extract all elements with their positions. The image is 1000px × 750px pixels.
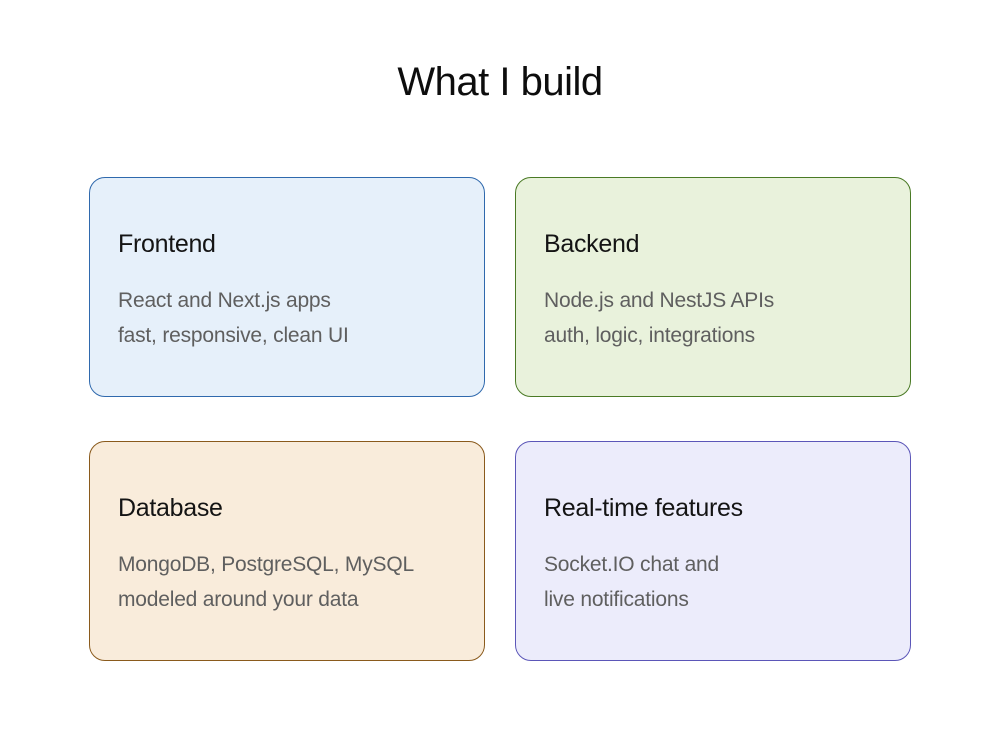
- card-database: Database MongoDB, PostgreSQL, MySQL mode…: [89, 441, 485, 661]
- card-title: Real-time features: [544, 494, 743, 522]
- card-description-line: modeled around your data: [118, 588, 359, 611]
- card-description-line: fast, responsive, clean UI: [118, 324, 349, 347]
- card-backend: Backend Node.js and NestJS APIs auth, lo…: [515, 177, 911, 397]
- card-frontend: Frontend React and Next.js apps fast, re…: [89, 177, 485, 397]
- card-description-line: Socket.IO chat and: [544, 553, 720, 576]
- page-title: What I build: [397, 60, 603, 104]
- card-description-line: live notifications: [544, 588, 689, 611]
- card-description-line: React and Next.js apps: [118, 289, 331, 312]
- card-title: Backend: [544, 230, 640, 258]
- card-description-line: auth, logic, integrations: [544, 324, 755, 347]
- card-description-line: Node.js and NestJS APIs: [544, 289, 775, 312]
- card-real-time-features: Real-time features Socket.IO chat and li…: [515, 441, 911, 661]
- card-title: Database: [118, 494, 223, 522]
- card-title: Frontend: [118, 230, 216, 258]
- card-description-line: MongoDB, PostgreSQL, MySQL: [118, 553, 414, 576]
